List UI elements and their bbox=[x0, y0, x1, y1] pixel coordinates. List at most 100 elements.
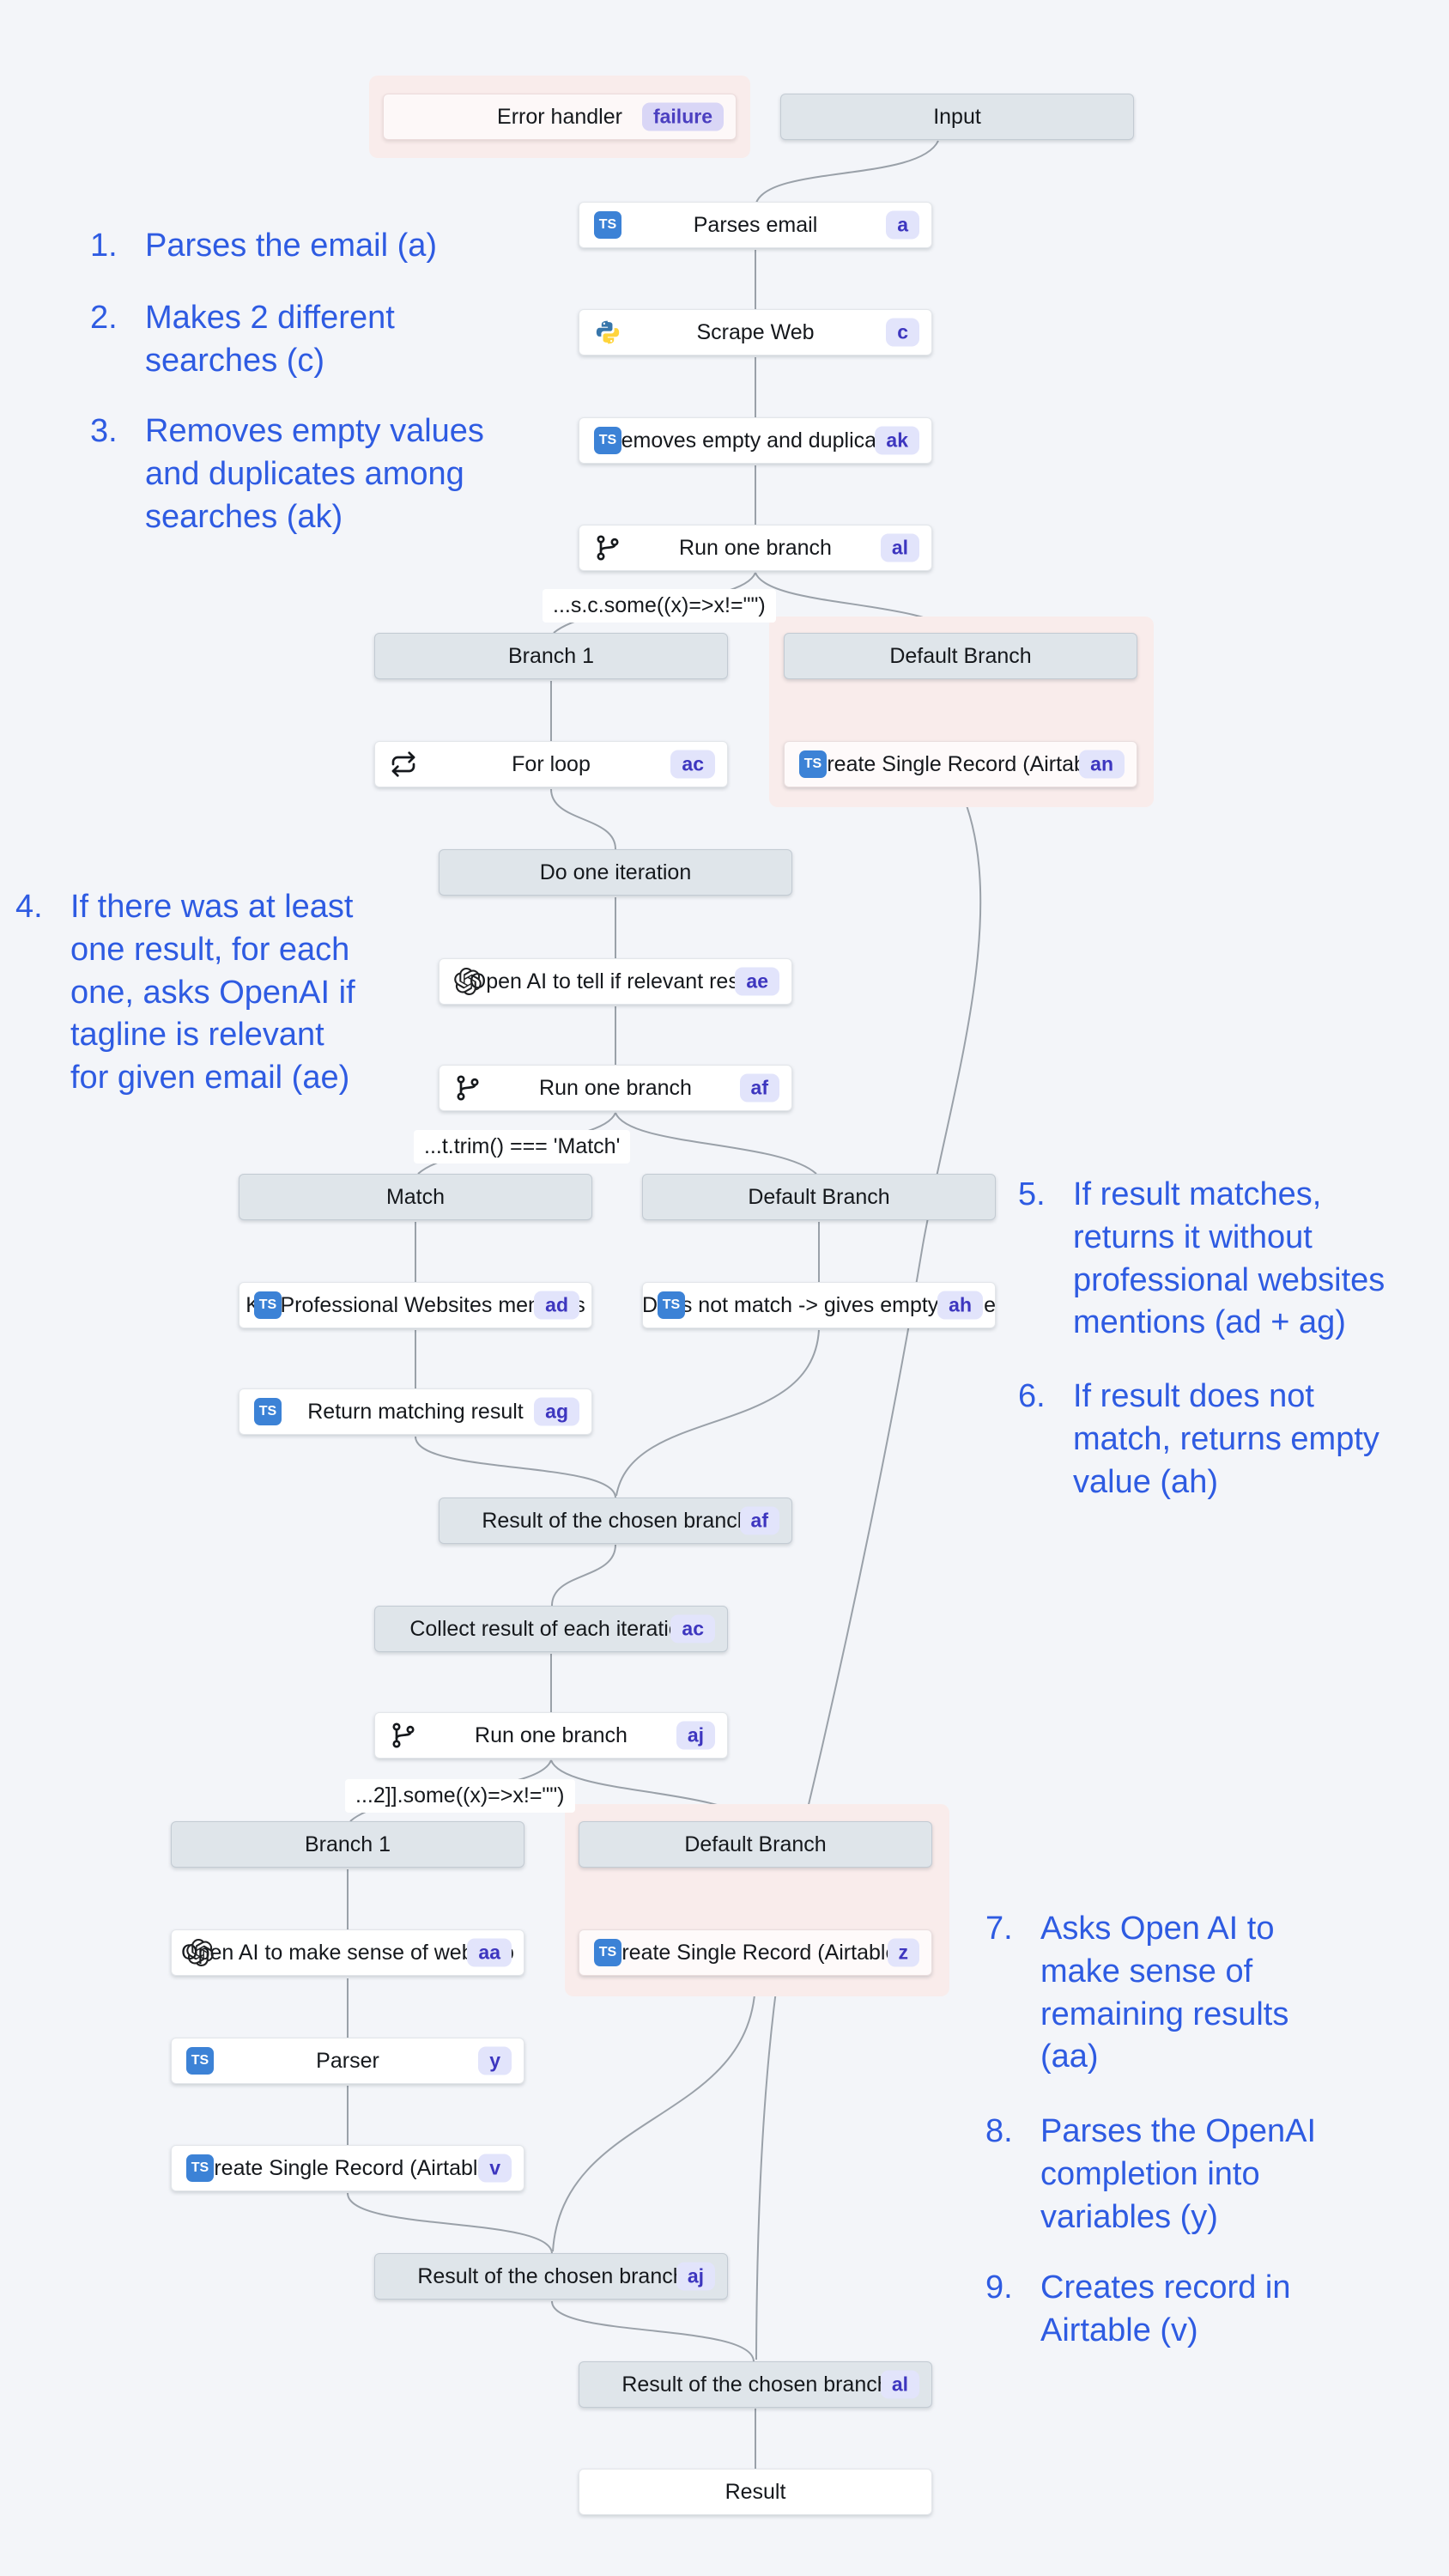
annotation-text: If result does not match, returns empty … bbox=[1073, 1378, 1379, 1500]
node-input[interactable]: Input bbox=[780, 94, 1134, 140]
annotation-3: 3. Removes empty values and duplicates a… bbox=[90, 410, 484, 538]
typescript-icon: TS bbox=[799, 750, 827, 778]
typescript-icon: TS bbox=[254, 1291, 282, 1319]
node-badge: af bbox=[739, 1073, 779, 1103]
annotation-number: 8. bbox=[985, 2113, 1013, 2149]
node-badge: v bbox=[478, 2154, 512, 2183]
annotation-text: Creates record in Airtable (v) bbox=[1040, 2269, 1291, 2348]
node-default-branch-bottom[interactable]: Default Branch bbox=[579, 1821, 932, 1868]
node-run-one-branch-al[interactable]: Run one branch al bbox=[579, 525, 932, 571]
node-badge: ag bbox=[534, 1397, 579, 1426]
node-error-handler[interactable]: Error handler failure bbox=[383, 94, 737, 140]
node-result-af[interactable]: Result of the chosen branch af bbox=[439, 1498, 792, 1544]
typescript-icon: TS bbox=[186, 2154, 214, 2182]
node-label: Scrape Web bbox=[696, 319, 815, 344]
node-badge: c bbox=[886, 318, 919, 347]
node-result-al[interactable]: Result of the chosen branch al bbox=[579, 2361, 932, 2408]
node-scrape-web[interactable]: Scrape Web c bbox=[579, 309, 932, 355]
node-match-header[interactable]: Match bbox=[239, 1174, 592, 1220]
node-label: Removes empty and duplicates bbox=[605, 428, 906, 453]
openai-icon bbox=[454, 968, 482, 995]
node-openai-websense[interactable]: Open AI to make sense of web info aa bbox=[171, 1929, 524, 1976]
annotation-number: 7. bbox=[985, 1911, 1013, 1947]
annotation-text: If result matches, returns it without pr… bbox=[1073, 1176, 1385, 1341]
node-badge: af bbox=[739, 1506, 779, 1535]
branch-icon bbox=[390, 1722, 417, 1749]
node-badge: an bbox=[1079, 750, 1125, 779]
node-run-one-branch-aj[interactable]: Run one branch aj bbox=[374, 1712, 728, 1759]
node-return-matching[interactable]: TS Return matching result ag bbox=[239, 1388, 592, 1435]
node-openai-relevant[interactable]: Open AI to tell if relevant result ae bbox=[439, 958, 792, 1005]
node-badge: ac bbox=[670, 1614, 715, 1643]
node-badge: aj bbox=[676, 2262, 715, 2291]
node-badge: aa bbox=[467, 1938, 512, 1967]
annotation-number: 5. bbox=[1018, 1176, 1046, 1212]
typescript-icon: TS bbox=[594, 427, 621, 454]
node-parses-email[interactable]: TS Parses email a bbox=[579, 202, 932, 248]
node-label: Create Single Record (Airtable) bbox=[606, 1940, 905, 1965]
annotation-9: 9. Creates record in Airtable (v) bbox=[985, 2267, 1290, 2353]
node-default-branch-mid[interactable]: Default Branch bbox=[642, 1174, 996, 1220]
node-label: Result of the chosen branch bbox=[621, 2372, 889, 2397]
annotation-7: 7. Asks Open AI to make sense of remaini… bbox=[985, 1908, 1288, 2079]
typescript-icon: TS bbox=[186, 2047, 214, 2075]
annotation-number: 2. bbox=[90, 300, 118, 336]
typescript-icon: TS bbox=[658, 1291, 685, 1319]
node-badge: ac bbox=[670, 750, 715, 779]
node-label: Parses email bbox=[693, 212, 818, 237]
node-create-record-v[interactable]: TS Create Single Record (Airtable) v bbox=[171, 2145, 524, 2191]
node-label: Default Branch bbox=[748, 1184, 890, 1209]
node-result[interactable]: Result bbox=[579, 2469, 932, 2515]
branch-icon bbox=[454, 1074, 482, 1102]
annotation-4: 4. If there was at least one result, for… bbox=[15, 886, 355, 1100]
node-badge: ah bbox=[937, 1291, 983, 1320]
node-branch-1-bottom[interactable]: Branch 1 bbox=[171, 1821, 524, 1868]
node-parser[interactable]: TS Parser y bbox=[171, 2038, 524, 2084]
node-branch-1-top[interactable]: Branch 1 bbox=[374, 633, 728, 679]
node-label: Open AI to tell if relevant result bbox=[469, 969, 762, 993]
annotation-2: 2. Makes 2 different searches (c) bbox=[90, 297, 395, 383]
typescript-icon: TS bbox=[594, 1939, 621, 1966]
node-label: Result of the chosen branch bbox=[482, 1508, 749, 1533]
node-label: Branch 1 bbox=[507, 643, 595, 668]
node-run-one-branch-af[interactable]: Run one branch af bbox=[439, 1065, 792, 1111]
node-label: Branch 1 bbox=[304, 1832, 391, 1856]
node-label: Default Branch bbox=[684, 1832, 827, 1856]
node-badge: ak bbox=[875, 426, 919, 455]
node-label: Default Branch bbox=[889, 643, 1032, 668]
annotation-text: Makes 2 different searches (c) bbox=[145, 300, 395, 379]
annotation-number: 9. bbox=[985, 2269, 1013, 2306]
node-removes-empty-duplicates[interactable]: TS Removes empty and duplicates ak bbox=[579, 417, 932, 464]
node-create-record-an[interactable]: TS Create Single Record (Airtable) an bbox=[784, 741, 1137, 787]
node-badge: z bbox=[887, 1938, 919, 1967]
annotation-6: 6. If result does not match, returns emp… bbox=[1018, 1376, 1379, 1504]
annotation-text: Asks Open AI to make sense of remaining … bbox=[1040, 1911, 1289, 2075]
node-badge: aj bbox=[676, 1721, 715, 1750]
node-kill-mentions[interactable]: TS Kill Professional Websites mentions a… bbox=[239, 1282, 592, 1328]
branch-condition: ...t.trim() === 'Match' bbox=[414, 1130, 631, 1163]
annotation-5: 5. If result matches, returns it without… bbox=[1018, 1174, 1385, 1345]
node-no-match-empty[interactable]: TS Does not match -> gives empty value a… bbox=[642, 1282, 996, 1328]
annotation-number: 1. bbox=[90, 228, 118, 264]
node-label: Result of the chosen branch bbox=[417, 2263, 685, 2288]
node-default-branch-top[interactable]: Default Branch bbox=[784, 633, 1137, 679]
typescript-icon: TS bbox=[254, 1398, 282, 1425]
node-create-record-z[interactable]: TS Create Single Record (Airtable) z bbox=[579, 1929, 932, 1976]
annotation-number: 3. bbox=[90, 413, 118, 449]
failure-badge: failure bbox=[641, 102, 724, 131]
node-collect-results[interactable]: Collect result of each iteration ac bbox=[374, 1606, 728, 1652]
node-badge: ad bbox=[534, 1291, 579, 1320]
node-do-one-iteration[interactable]: Do one iteration bbox=[439, 849, 792, 896]
annotation-text: Parses the email (a) bbox=[145, 228, 438, 264]
node-label: Collect result of each iteration bbox=[409, 1616, 693, 1641]
node-label: Run one branch bbox=[539, 1075, 692, 1100]
node-label: For loop bbox=[512, 751, 591, 776]
annotation-1: 1. Parses the email (a) bbox=[90, 225, 437, 268]
node-for-loop[interactable]: For loop ac bbox=[374, 741, 728, 787]
node-label: Parser bbox=[316, 2048, 379, 2073]
node-label: Does not match -> gives empty value bbox=[642, 1292, 996, 1317]
node-label: Input bbox=[933, 104, 981, 129]
node-result-aj[interactable]: Result of the chosen branch aj bbox=[374, 2253, 728, 2300]
node-label: Create Single Record (Airtable) bbox=[198, 2155, 497, 2180]
